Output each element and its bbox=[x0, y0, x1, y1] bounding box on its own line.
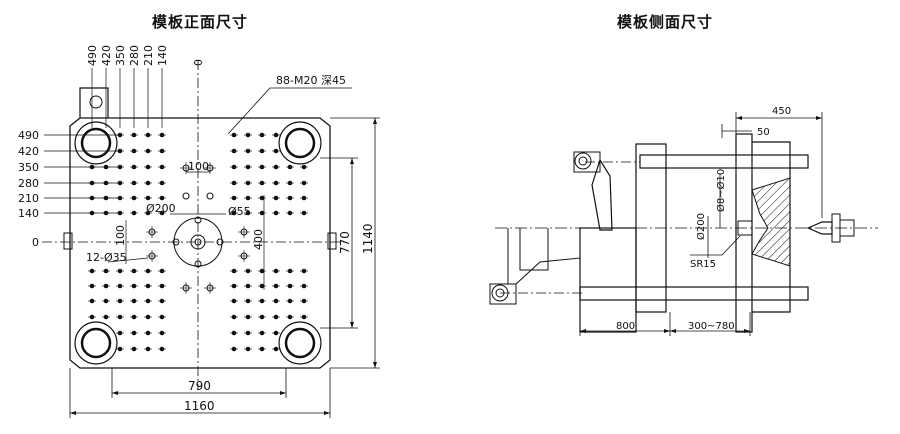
front-view-title: 模板正面尺寸 bbox=[152, 13, 249, 31]
holes-35-label: 12-Ø35 bbox=[86, 251, 127, 264]
dim-770: 770 bbox=[338, 231, 352, 254]
dim-50: 50 bbox=[757, 127, 770, 138]
center-dims bbox=[107, 171, 265, 290]
dim-1160: 1160 bbox=[184, 399, 215, 413]
left-tick-420: 420 bbox=[18, 145, 39, 158]
side-view-labels: 450 50 Ø8~Ø10 Ø200 SR15 800 300~780 bbox=[616, 106, 791, 332]
dim-dia-200-side: Ø200 bbox=[695, 213, 707, 240]
dim-300-780: 300~780 bbox=[688, 321, 735, 332]
lifting-lug bbox=[79, 87, 109, 118]
left-tick-140: 140 bbox=[18, 207, 39, 220]
dim-450: 450 bbox=[772, 106, 791, 117]
top-tick-210: 210 bbox=[142, 45, 155, 66]
top-tick-labels: 490 420 350 280 210 140 0 bbox=[86, 45, 205, 66]
arrowheads bbox=[70, 118, 377, 415]
top-tick-490: 490 bbox=[86, 45, 99, 66]
top-tick-420: 420 bbox=[100, 45, 113, 66]
front-view bbox=[42, 60, 380, 418]
top-leaders bbox=[91, 68, 163, 128]
left-tick-0: 0 bbox=[32, 236, 39, 249]
dim-800: 800 bbox=[616, 321, 635, 332]
left-tick-210: 210 bbox=[18, 192, 39, 205]
top-tick-0: 0 bbox=[192, 59, 205, 66]
front-view-labels: 490 420 350 280 210 140 0 490 420 350 28… bbox=[18, 45, 375, 413]
tie-bar-holes bbox=[74, 121, 322, 365]
left-tick-labels: 490 420 350 280 210 140 0 bbox=[18, 129, 39, 249]
left-stub bbox=[63, 232, 73, 250]
moving-platen bbox=[591, 158, 613, 231]
top-tick-280: 280 bbox=[128, 45, 141, 66]
side-view bbox=[489, 112, 878, 336]
dim-dia-8-10: Ø8~Ø10 bbox=[715, 169, 727, 212]
center-ring-200 bbox=[173, 217, 223, 267]
bottom-dimensions bbox=[69, 368, 331, 418]
platen-outline bbox=[69, 117, 331, 369]
dim-1140: 1140 bbox=[361, 223, 375, 254]
left-tick-280: 280 bbox=[18, 177, 39, 190]
left-tick-350: 350 bbox=[18, 161, 39, 174]
nozzle-seat-section bbox=[751, 177, 791, 267]
dim-790: 790 bbox=[188, 379, 211, 393]
dim-dia-200: Ø200 bbox=[146, 202, 176, 215]
side-view-title: 模板侧面尺寸 bbox=[617, 13, 714, 31]
lug-hole bbox=[89, 95, 103, 109]
dim-dia-55: Ø55 bbox=[228, 205, 251, 218]
right-stub bbox=[327, 232, 337, 250]
side-top-lug bbox=[573, 151, 601, 173]
side-bottom-lug bbox=[489, 283, 517, 305]
top-tick-140: 140 bbox=[156, 45, 169, 66]
side-arrowheads bbox=[580, 116, 822, 333]
tapped-hole-grid bbox=[88, 132, 308, 352]
tapped-hole-leader bbox=[227, 87, 352, 135]
dim-400: 400 bbox=[252, 229, 265, 250]
dim-100-left: 100 bbox=[114, 225, 127, 246]
right-dimensions bbox=[320, 117, 380, 369]
tapped-holes-label: 88-M20 深45 bbox=[276, 74, 346, 87]
left-tick-490: 490 bbox=[18, 129, 39, 142]
dim-100-top: 100 bbox=[188, 160, 209, 173]
top-tick-350: 350 bbox=[114, 45, 127, 66]
dim-sr15: SR15 bbox=[690, 259, 716, 270]
